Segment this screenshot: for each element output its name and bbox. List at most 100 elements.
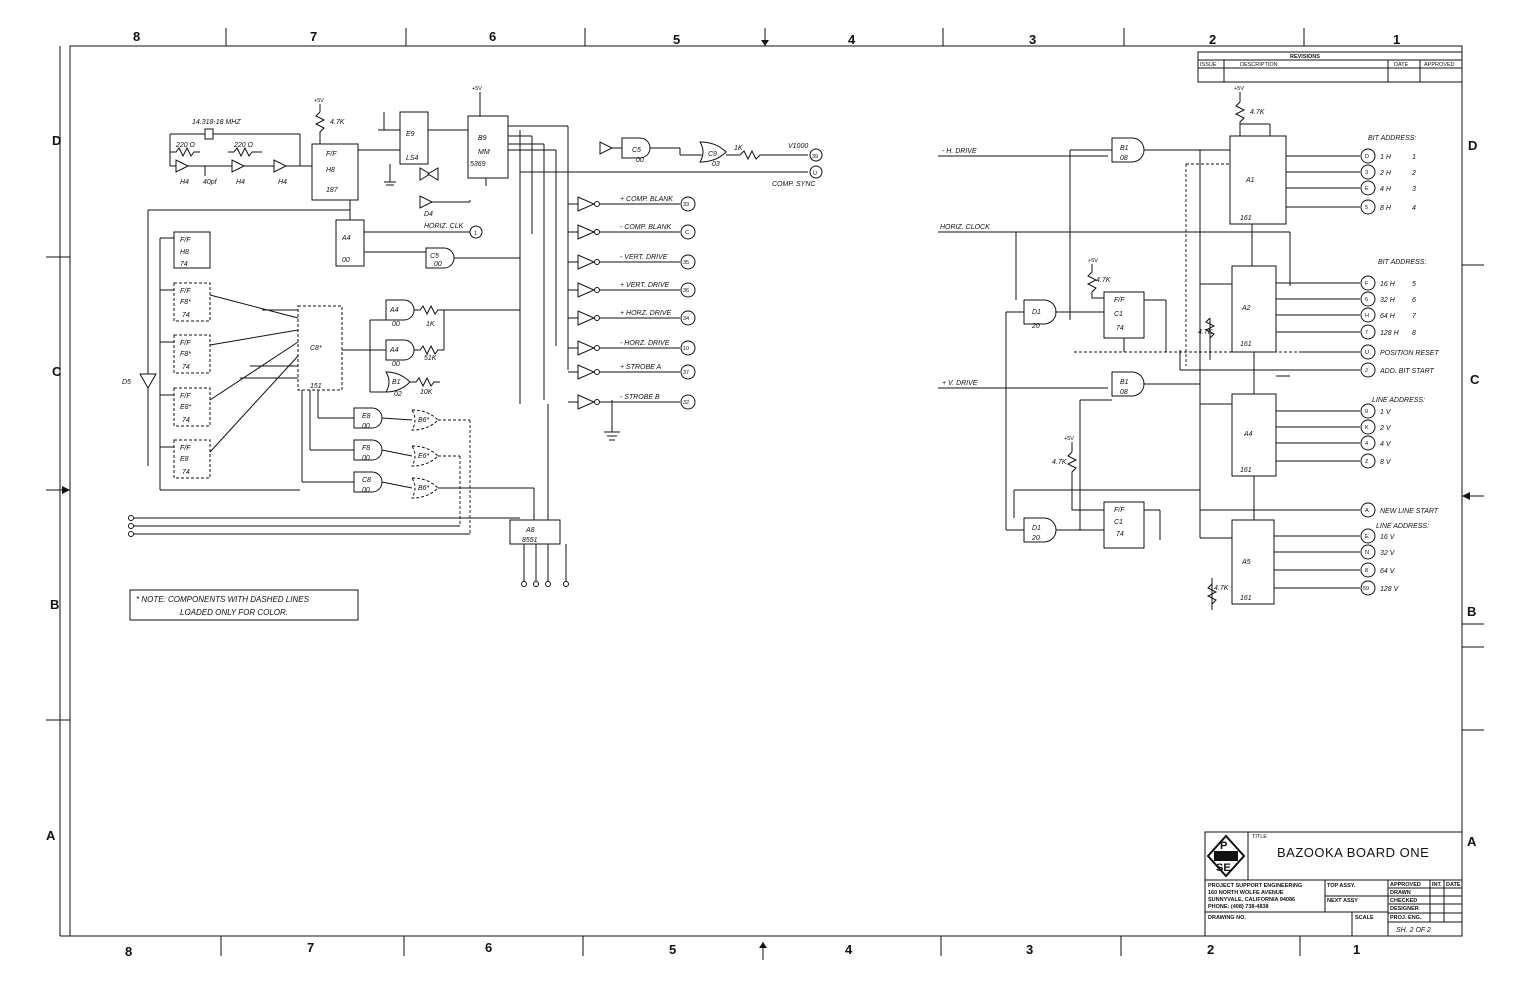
connector-pin: [1360, 528, 1376, 544]
chip-a8: [509, 519, 561, 545]
svg-text:161: 161: [1240, 215, 1252, 222]
svg-text:4.7K: 4.7K: [1096, 277, 1111, 284]
svg-text:02: 02: [394, 391, 402, 398]
connector-pin: [1360, 324, 1376, 340]
revisions-col: ISSUE: [1200, 62, 1217, 68]
xor-gate-b6b: [411, 477, 439, 499]
connector-pin: [680, 196, 696, 212]
supply-label: +5V: [314, 98, 324, 104]
zone-col-label: 8: [133, 29, 140, 44]
zone-row-label: B: [1467, 604, 1476, 619]
address-label: 64 V: [1380, 568, 1396, 575]
svg-text:00: 00: [434, 261, 442, 268]
pin-label: E: [1365, 186, 1369, 192]
pin-label: 35: [683, 260, 689, 266]
connector-pin: [1360, 291, 1376, 307]
address-label: 4 V: [1380, 441, 1392, 448]
svg-text:4.7K: 4.7K: [1198, 329, 1213, 336]
svg-text:4.7K: 4.7K: [1214, 585, 1229, 592]
top-assy-label: TOP ASSY.: [1327, 883, 1356, 889]
svg-text:+5V: +5V: [1064, 436, 1074, 442]
company-line: 160 NORTH WOLFE AVENUE: [1208, 890, 1284, 896]
svg-text:74: 74: [182, 364, 190, 371]
address-number: 4: [1412, 205, 1416, 212]
output-label: - COMP. BLANK: [620, 224, 672, 231]
logo-letter: SE: [1216, 862, 1231, 874]
svg-text:40pf: 40pf: [203, 179, 218, 186]
svg-text:H8: H8: [180, 249, 189, 256]
zone-col-label: 4: [848, 32, 856, 47]
pin-label: 32: [683, 400, 689, 406]
pin-label: 10: [683, 346, 689, 352]
zone-col-label: 6: [489, 29, 496, 44]
zone-col-label: 7: [310, 29, 317, 44]
approval-row: DRAWN: [1390, 890, 1411, 896]
pin-label: J: [1365, 368, 1368, 374]
pin-label: 34: [683, 316, 689, 322]
svg-text:B1: B1: [1120, 379, 1129, 386]
nand-gate-c5b: [425, 247, 455, 269]
inverter: [599, 141, 614, 155]
pin-label: 4: [1365, 441, 1368, 447]
svg-text:F/F: F/F: [1114, 297, 1125, 304]
svg-text:D5: D5: [122, 379, 131, 386]
approvals-header: DATE: [1446, 882, 1461, 888]
svg-text:151: 151: [310, 383, 322, 390]
flipflop-c1b: [1103, 501, 1145, 549]
svg-text:C5: C5: [632, 147, 641, 154]
svg-text:E9: E9: [406, 131, 415, 138]
svg-text:H4: H4: [180, 179, 189, 186]
svg-text:A1: A1: [1245, 177, 1255, 184]
zone-col-label: 8: [125, 944, 132, 959]
connector-pin: [1360, 580, 1376, 596]
svg-text:A4: A4: [389, 347, 399, 354]
svg-text:LS4: LS4: [406, 155, 419, 162]
output-buffer: [577, 282, 596, 298]
svg-text:187: 187: [326, 187, 339, 194]
connector-pin: [1360, 275, 1376, 291]
crystal: [204, 128, 214, 140]
svg-text:+5V: +5V: [472, 86, 482, 92]
nand-gate-a4b: [385, 339, 415, 361]
svg-text:MM: MM: [478, 149, 490, 156]
pin-label: 6: [1365, 297, 1368, 303]
connector-pin: [1360, 419, 1376, 435]
svg-text:A4: A4: [341, 235, 351, 242]
connector-pin: [680, 310, 696, 326]
svg-text:+5V: +5V: [1088, 258, 1098, 264]
pin-label: A: [1365, 508, 1369, 514]
diode-d5: [139, 373, 157, 390]
output-label: + VERT. DRIVE: [620, 282, 670, 289]
nand-gate-c5: [621, 137, 651, 159]
horiz-clock-label: HORIZ. CLOCK: [940, 224, 990, 231]
counter-e9: [399, 111, 429, 165]
counter-a4: [1231, 393, 1277, 477]
svg-text:161: 161: [1240, 595, 1252, 602]
counter-a2: [1231, 265, 1277, 353]
svg-text:00: 00: [392, 361, 400, 368]
output-buffer: [577, 364, 596, 380]
zone-col-label: 2: [1209, 32, 1216, 47]
svg-text:161: 161: [1240, 341, 1252, 348]
address-number: 6: [1412, 297, 1416, 304]
pin-label: 9: [1365, 409, 1368, 415]
address-heading: LINE ADDRESS:: [1376, 523, 1429, 530]
note-line: * NOTE: COMPONENTS WITH DASHED LINES: [136, 595, 310, 604]
pin-label: 3: [1365, 170, 1368, 176]
nand-gate-e8: [353, 407, 383, 429]
svg-text:08: 08: [1120, 155, 1128, 162]
pin-label: N: [1365, 550, 1369, 556]
svg-text:51K: 51K: [424, 355, 437, 362]
nand-gate-a4: [385, 299, 415, 321]
address-number: 2: [1411, 170, 1416, 177]
address-label: 32 H: [1380, 297, 1396, 304]
pin-label: H: [1365, 313, 1369, 319]
resistor-label: 220 Ω: [233, 142, 254, 149]
svg-text:74: 74: [182, 469, 190, 476]
mux-c8: [297, 305, 343, 391]
zone-row-label: A: [46, 828, 56, 843]
address-number: 8: [1412, 330, 1416, 337]
svg-text:F/F: F/F: [1114, 507, 1125, 514]
